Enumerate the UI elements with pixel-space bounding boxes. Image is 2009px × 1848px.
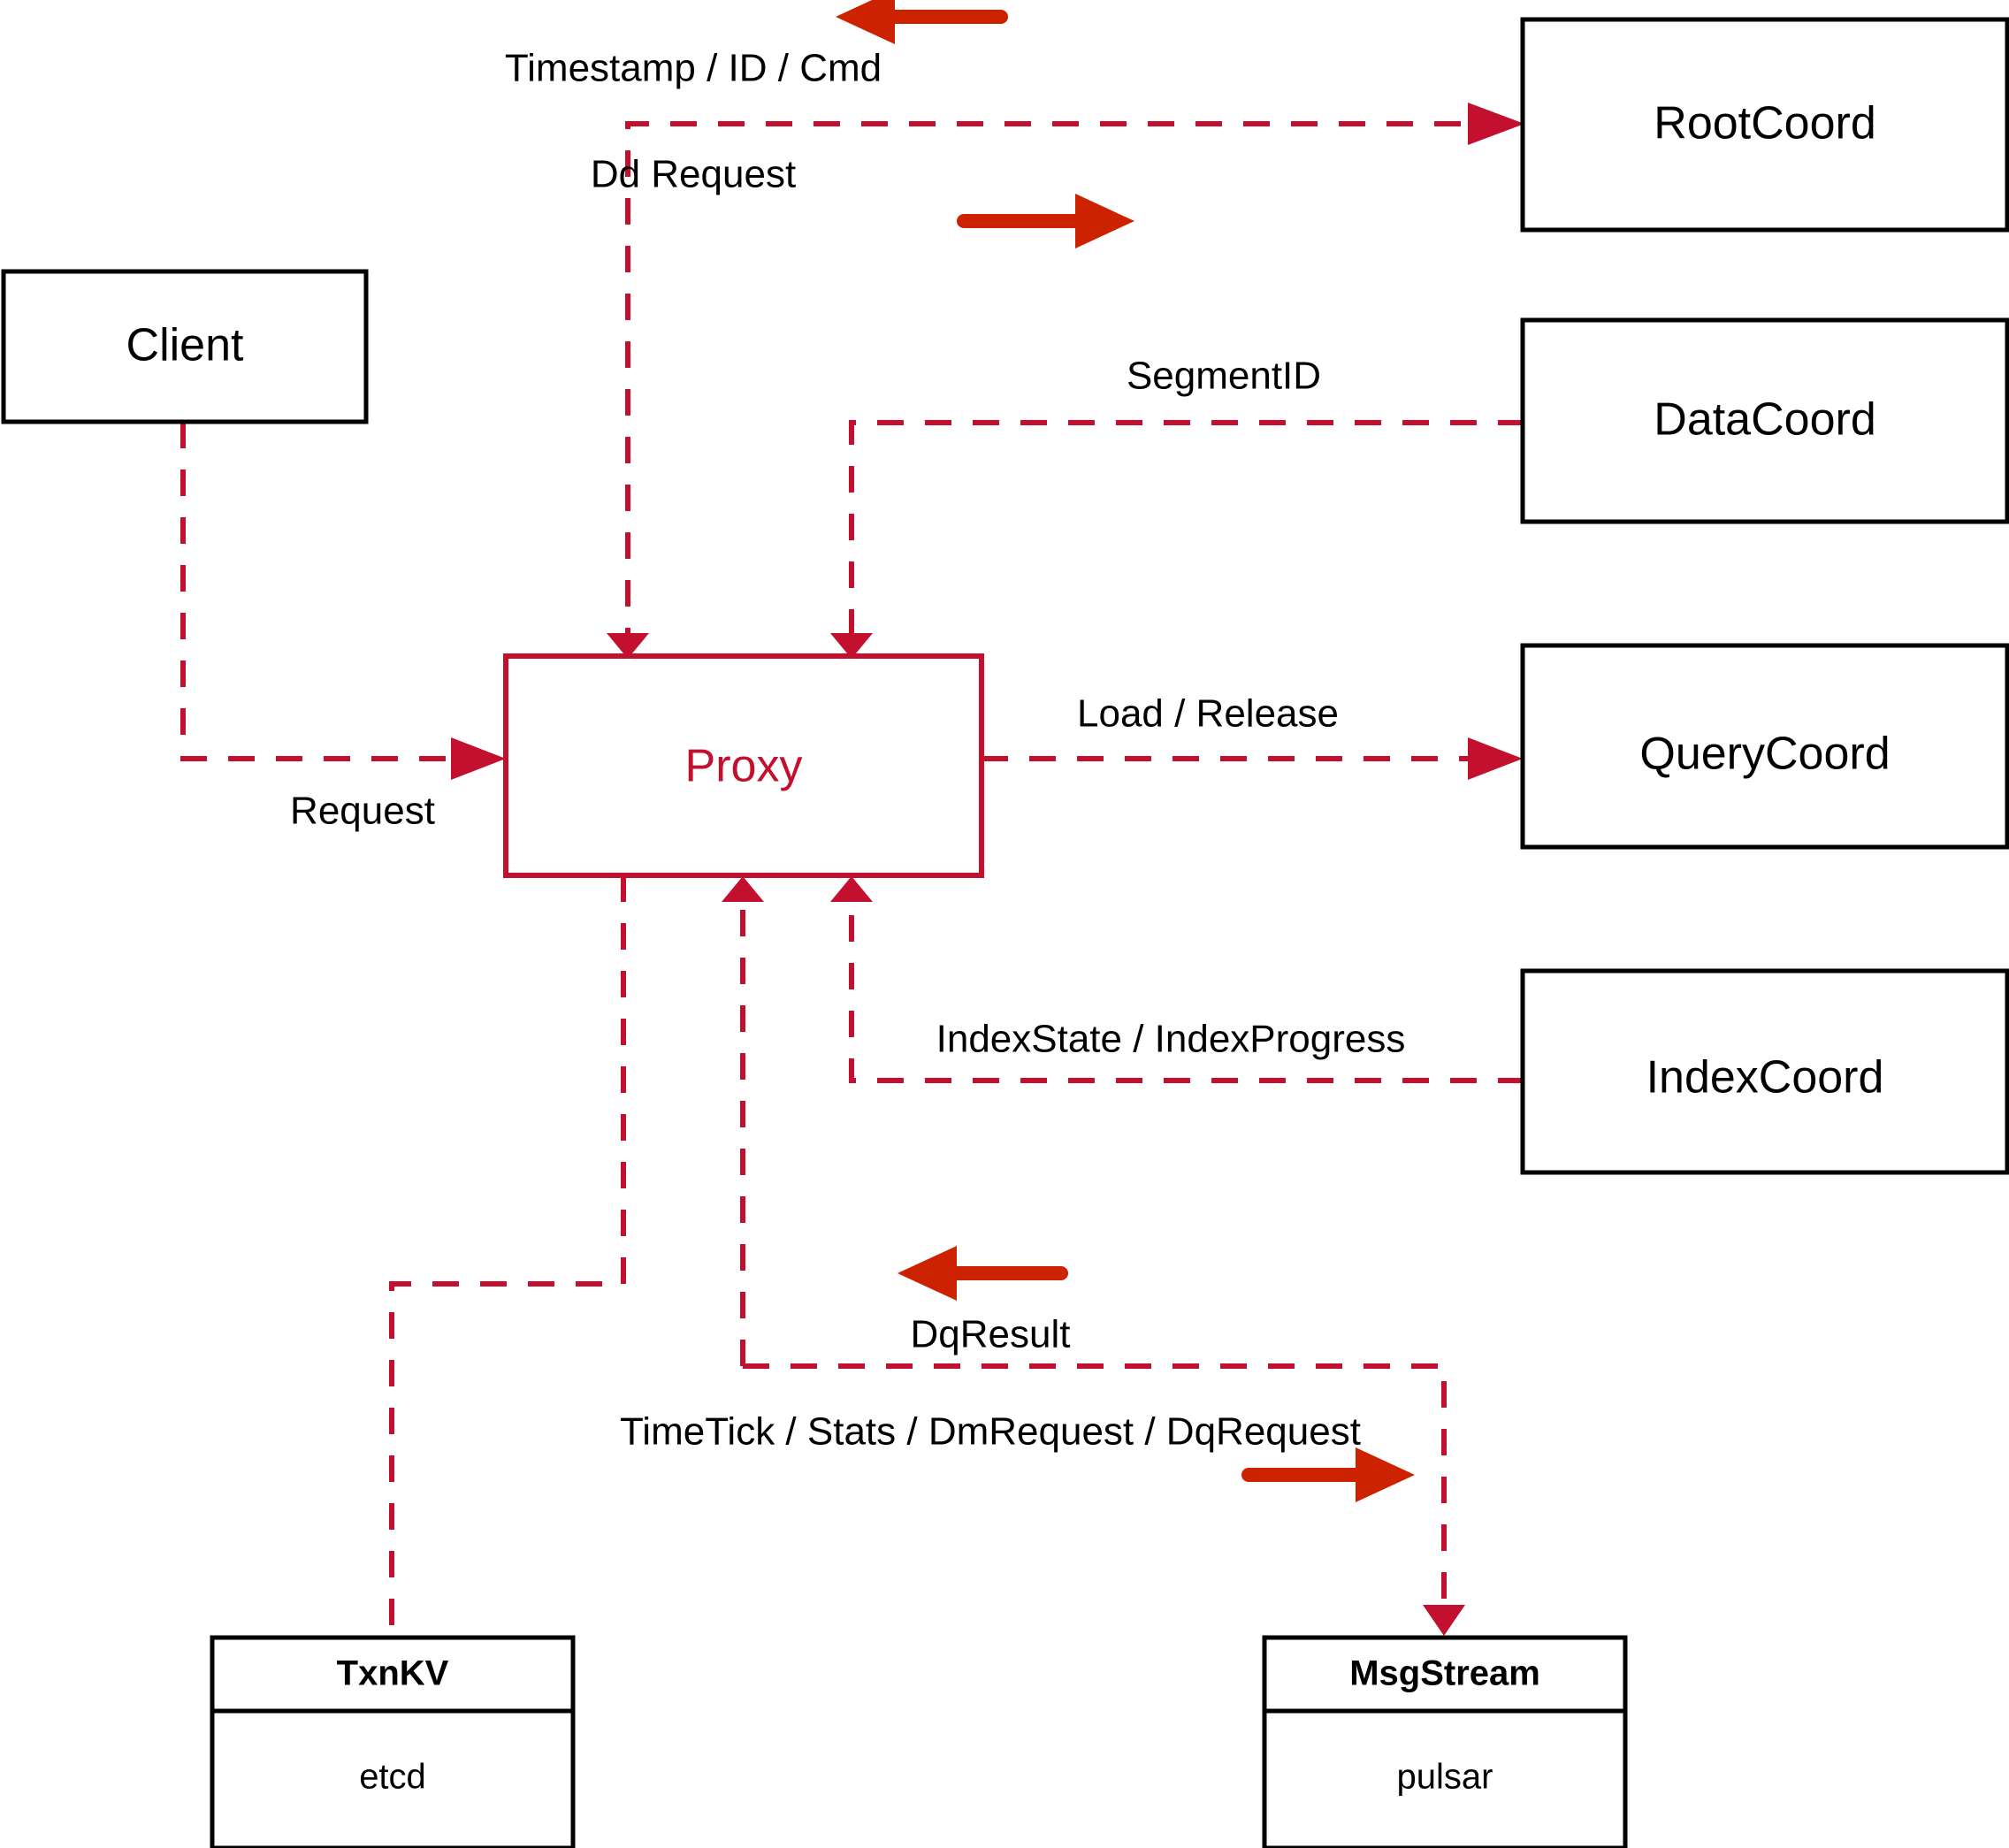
node-querycoord-label: QueryCoord	[1639, 729, 1890, 780]
node-msgstream-title: MsgStream	[1349, 1654, 1540, 1693]
node-client-label: Client	[126, 320, 244, 371]
node-proxy[interactable]: Proxy	[503, 653, 984, 878]
node-rootcoord[interactable]: RootCoord	[1520, 17, 2009, 233]
bold-arrow-left-timestamp-icon	[836, 0, 1008, 44]
bold-arrow-right-dd-request-icon	[957, 194, 1134, 248]
edge-label-load-release: Load / Release	[1077, 692, 1339, 736]
node-msgstream-impl: pulsar	[1397, 1758, 1493, 1797]
edge-segment-id-path	[830, 420, 1524, 659]
node-txnkv-impl: etcd	[359, 1758, 426, 1797]
edge-txnkv-path	[389, 875, 626, 1636]
node-indexcoord-label: IndexCoord	[1646, 1052, 1884, 1103]
node-txnkv[interactable]: TxnKV etcd	[210, 1635, 576, 1848]
edge-label-dd-request: Dd Request	[591, 153, 796, 196]
edge-label-segment-id: SegmentID	[1127, 355, 1321, 398]
edge-label-timetick-stats-dm-dq: TimeTick / Stats / DmRequest / DqRequest	[620, 1410, 1361, 1454]
edge-label-timestamp-id-cmd: Timestamp / ID / Cmd	[505, 47, 882, 90]
edge-dq-result-path	[722, 876, 764, 1366]
node-querycoord[interactable]: QueryCoord	[1520, 643, 2009, 850]
node-datacoord-label: DataCoord	[1654, 394, 1875, 446]
node-txnkv-title: TxnKV	[337, 1654, 449, 1693]
edge-load-release-path	[982, 737, 1523, 780]
edge-timetick-path	[743, 1363, 1465, 1636]
edge-label-dq-result: DqResult	[911, 1313, 1071, 1356]
edge-dd-request-path	[625, 103, 1524, 654]
edge-label-request: Request	[290, 790, 435, 833]
node-rootcoord-label: RootCoord	[1654, 98, 1875, 149]
edge-request-path	[180, 422, 506, 780]
edge-label-index-state-progress: IndexState / IndexProgress	[936, 1018, 1406, 1061]
node-msgstream[interactable]: MsgStream pulsar	[1262, 1635, 1628, 1848]
node-proxy-label: Proxy	[685, 741, 803, 792]
node-client[interactable]: Client	[1, 269, 369, 424]
node-indexcoord[interactable]: IndexCoord	[1520, 968, 2009, 1175]
bold-arrow-left-dq-result-icon	[898, 1246, 1068, 1301]
edge-index-state-path	[830, 876, 1524, 1083]
edge-rootcoord-reply-arrowhead	[607, 633, 649, 659]
node-datacoord[interactable]: DataCoord	[1520, 317, 2009, 524]
bold-arrow-right-timetick-icon	[1241, 1447, 1415, 1502]
